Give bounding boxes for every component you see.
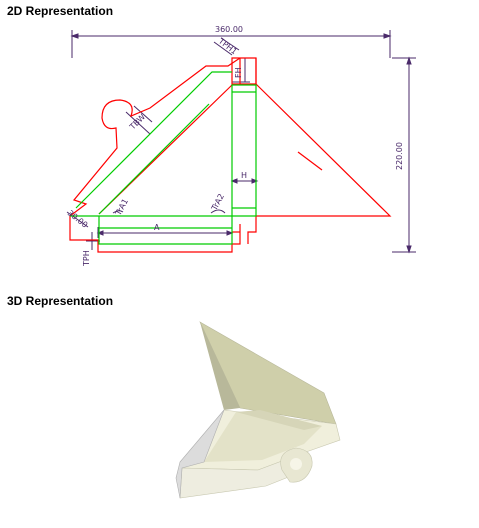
dimension-lines	[66, 30, 416, 254]
dim-fh: FH	[234, 67, 243, 78]
render-3d	[175, 321, 341, 499]
dieline-2d: 360.00 220.00 TPH1 FH TBW H TrA1 TrA2 A …	[66, 25, 416, 267]
dim-tra1: TrA1	[113, 197, 130, 218]
dim-h: H	[241, 171, 247, 180]
dim-overall-height: 220.00	[395, 142, 404, 170]
section-title-3d: 3D Representation	[7, 294, 114, 308]
cut-lines	[69, 57, 392, 253]
dim-a: A	[154, 223, 160, 232]
section-title-2d: 2D Representation	[7, 4, 114, 18]
dim-overall-width: 360.00	[215, 25, 243, 34]
crease-lines	[70, 71, 257, 245]
dim-angle: 30.00	[66, 208, 90, 229]
dim-tph: TPH	[82, 250, 91, 267]
dim-tra2: TrA2	[209, 192, 226, 213]
